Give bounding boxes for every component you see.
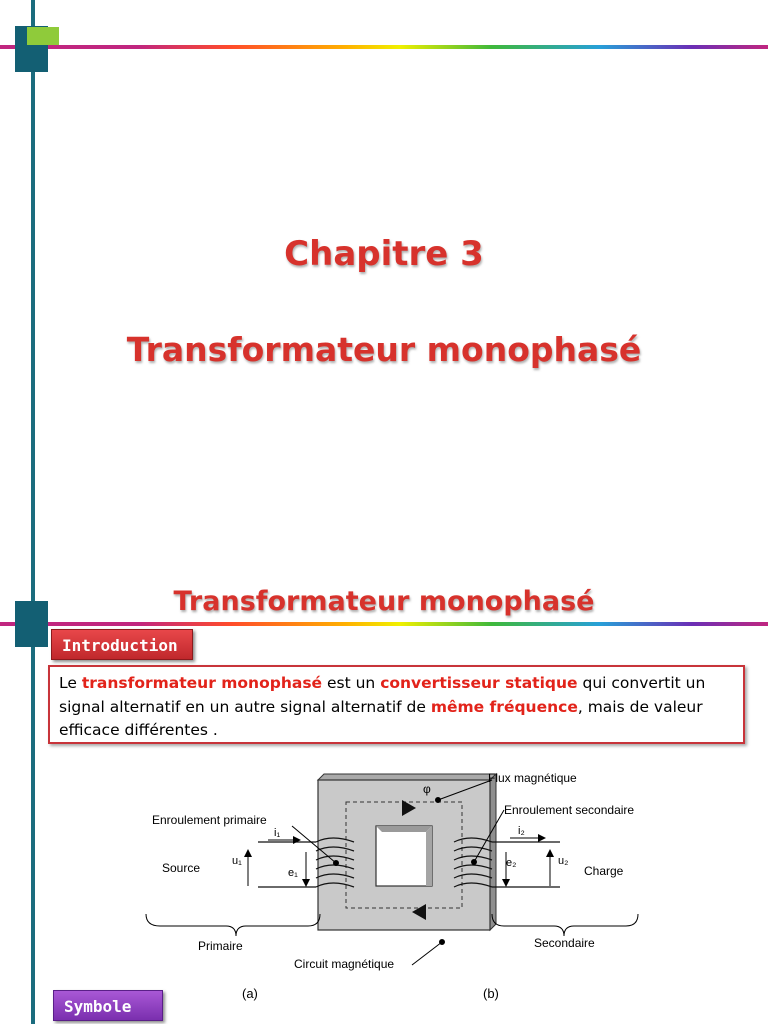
chapter-title: Chapitre 3 <box>284 234 484 274</box>
label-charge: Charge <box>584 864 624 878</box>
label-circuit: Circuit magnétique <box>294 957 394 971</box>
slide-main-title: Transformateur monophasé <box>126 330 642 369</box>
teal-accent-square <box>15 601 48 647</box>
definition-text: est un <box>322 674 381 692</box>
label-secondaire: Secondaire <box>534 936 595 950</box>
label-phi: φ <box>423 782 431 796</box>
secondary-winding <box>453 837 560 888</box>
flux-arrow-top <box>402 800 416 816</box>
secondaire-brace <box>491 913 639 937</box>
definition-text: qui convertit un signal alternatif en un… <box>59 674 706 716</box>
primaire-brace <box>145 913 321 937</box>
transformer-diagram: Flux magnétique φ Enroulement primaire E… <box>145 771 639 971</box>
introduction-badge: Introduction <box>51 629 193 660</box>
label-source: Source <box>162 861 200 875</box>
slide-introduction: Transformateur monophasé Introduction Le… <box>0 512 768 1024</box>
vertical-accent-bar <box>31 0 35 512</box>
label-u2: u₂ <box>558 855 568 867</box>
slide-title: Chapitre 3 Transformateur monophasé <box>0 0 768 512</box>
magnetic-core <box>316 772 498 932</box>
label-primary-winding: Enroulement primaire <box>152 813 267 827</box>
rainbow-divider <box>0 622 768 626</box>
vertical-accent-bar <box>31 512 35 1024</box>
label-u1: u₁ <box>232 855 242 867</box>
highlight-frequence: même fréquence <box>430 697 578 716</box>
symbole-badge: Symbole <box>53 990 163 1021</box>
figure-label-a: (a) <box>242 986 258 1001</box>
label-i1: i₁ <box>274 827 280 839</box>
highlight-convertisseur: convertisseur statique <box>380 674 578 692</box>
label-secondary-winding: Enroulement secondaire <box>504 803 634 817</box>
highlight-transformateur: transformateur monophasé <box>81 674 323 692</box>
primary-winding <box>258 837 355 888</box>
label-e1: e₁ <box>288 867 298 879</box>
definition-text: Le <box>59 674 82 692</box>
label-primaire: Primaire <box>198 939 243 953</box>
label-flux: Flux magnétique <box>488 771 577 785</box>
label-e2: e₂ <box>506 857 516 869</box>
rainbow-divider <box>0 45 768 49</box>
slide-title: Transformateur monophasé <box>173 586 595 617</box>
green-accent-square <box>27 27 59 45</box>
label-i2: i₂ <box>518 825 525 837</box>
definition-text: , mais de valeur efficace différentes . <box>59 697 703 740</box>
definition-box: Le transformateur monophasé est un conve… <box>48 665 745 744</box>
flux-arrow-bottom <box>412 904 426 920</box>
figure-label-b: (b) <box>483 986 499 1001</box>
